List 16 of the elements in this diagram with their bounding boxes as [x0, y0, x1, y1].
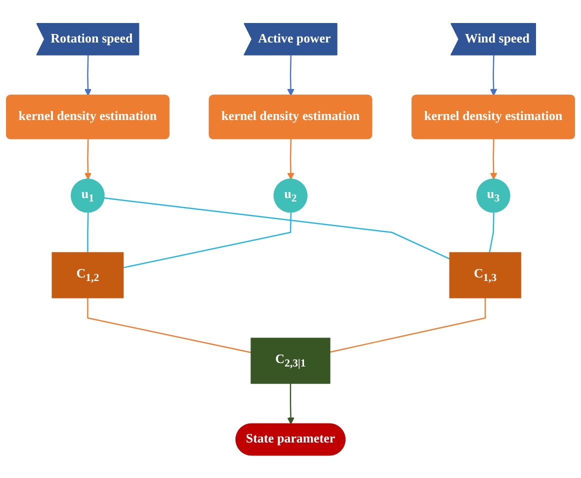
node-box: C$_{1,3}$ [449, 252, 522, 298]
arrow [490, 138, 498, 180]
arrow [84, 54, 92, 96]
connector [87, 298, 252, 353]
arrow [287, 54, 294, 96]
arrow [287, 138, 294, 180]
arrow [84, 138, 92, 180]
connector [123, 212, 292, 268]
connector [330, 298, 486, 352]
connector [488, 212, 494, 252]
arrow [287, 383, 294, 424]
connector [87, 212, 89, 252]
node-box: C$_{2,3|1}$ [250, 337, 330, 384]
connector [104, 197, 450, 260]
node-box: C$_{1,2}$ [52, 252, 124, 298]
arrow [490, 54, 498, 96]
